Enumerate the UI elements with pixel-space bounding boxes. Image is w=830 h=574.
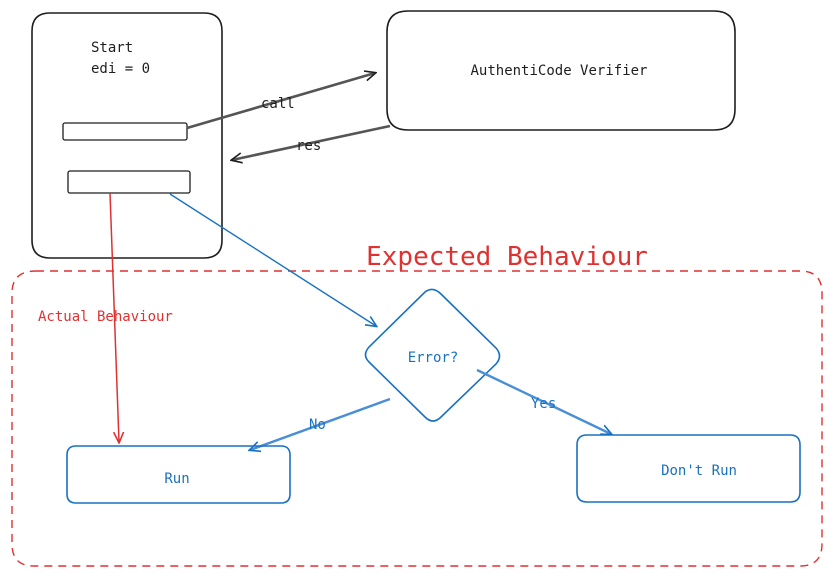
res-arrow xyxy=(232,124,391,160)
yes-label: Yes xyxy=(531,396,556,412)
dont-run-label: Don't Run xyxy=(661,463,737,479)
start-label: Start xyxy=(91,40,133,56)
expected-behaviour-region xyxy=(11,270,823,567)
actual-behaviour-arrow xyxy=(109,192,119,442)
call-arrow xyxy=(186,73,375,130)
actual-behaviour-label: Actual Behaviour xyxy=(38,309,173,325)
run-label: Run xyxy=(164,471,189,487)
verifier-label: AuthentiCode Verifier xyxy=(470,63,647,79)
expected-behaviour-title: Expected Behaviour xyxy=(366,242,648,272)
dont-run-box xyxy=(576,434,801,503)
no-arrow xyxy=(250,397,391,450)
verifier-box xyxy=(386,10,736,131)
run-box xyxy=(66,445,291,504)
call-label: call xyxy=(261,96,295,112)
error-decision-diamond xyxy=(364,288,501,422)
yes-arrow xyxy=(476,368,611,434)
error-decision-label: Error? xyxy=(408,350,459,366)
no-label: No xyxy=(309,417,326,433)
edi-label: edi = 0 xyxy=(91,61,150,77)
to-decision-arrow xyxy=(169,193,376,326)
start-box xyxy=(31,12,223,259)
result-slot xyxy=(67,170,191,194)
call-slot xyxy=(62,122,188,141)
res-label: res xyxy=(296,138,321,154)
